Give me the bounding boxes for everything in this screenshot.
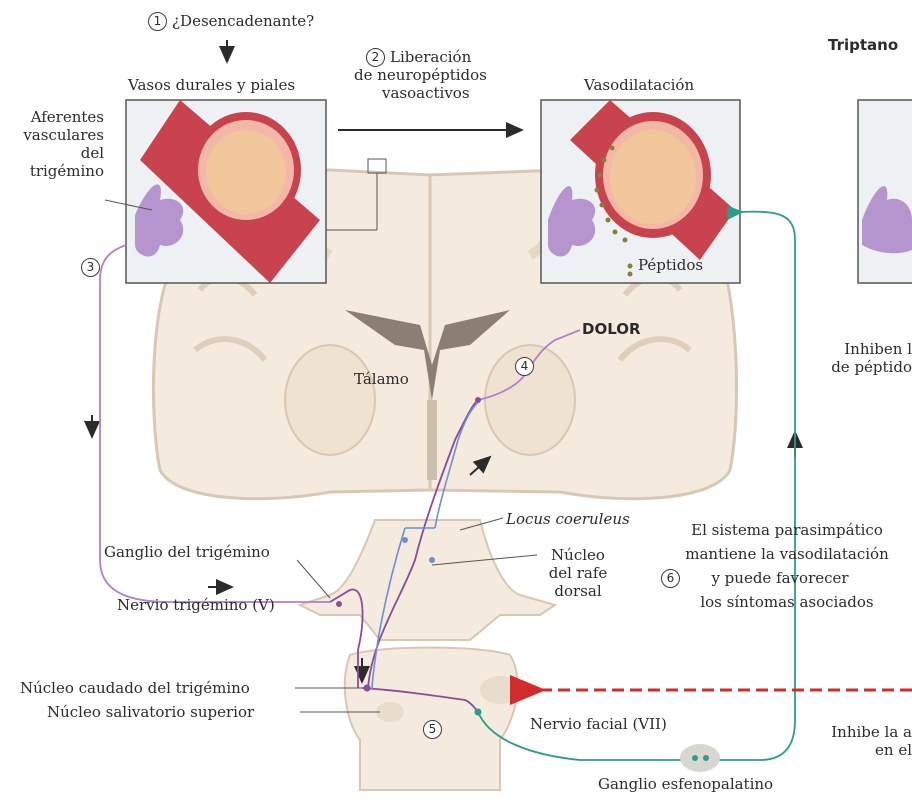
parasympathetic-text-3: y puede favorecer	[680, 569, 880, 587]
pain-label: DOLOR	[582, 320, 641, 338]
parasympathetic-text-2: mantiene la vasodilatación	[662, 545, 912, 563]
triptans-box	[858, 100, 912, 283]
release-label-2: de neuropéptidos	[354, 66, 487, 84]
vessels-label: Vasos durales y piales	[128, 76, 295, 94]
thalamus-label: Tálamo	[354, 370, 409, 388]
brainstem-midbrain	[300, 520, 555, 640]
trigeminal-nerve-label: Nervio trigémino (V)	[117, 596, 275, 614]
facial-nerve-label: Nervio facial (VII)	[530, 715, 667, 733]
triptans-title: Triptano	[828, 36, 898, 54]
afferents-label-1: Aferentes	[8, 108, 104, 126]
parasympathetic-text-1: El sistema parasimpático	[662, 521, 912, 539]
raphe-label-1: Núcleo	[538, 546, 618, 564]
parasympathetic-text-4: los síntomas asociados	[662, 593, 912, 611]
step-2-badge: 2	[366, 48, 385, 67]
step-4-badge: 4	[515, 357, 534, 376]
trigeminal-ganglion-label: Ganglio del trigémino	[104, 543, 270, 561]
inhibit-bottom-line2: en el	[800, 741, 912, 759]
inhibit-bottom-line1: Inhibe la a	[800, 723, 912, 741]
step-6-badge: 6	[661, 569, 680, 588]
trigger-label: ¿Desencadenante?	[172, 12, 314, 30]
salivatory-nucleus-label: Núcleo salivatorio superior	[47, 703, 254, 721]
vasodilation-label: Vasodilatación	[584, 76, 694, 94]
sphenopalatine-ganglion-shape	[680, 744, 720, 772]
inhibit-peptides-line1: Inhiben l	[810, 340, 912, 358]
inhibit-peptides-line2: de péptido	[810, 358, 912, 376]
step-3-badge: 3	[81, 258, 100, 277]
sphenopalatine-ganglion-label: Ganglio esfenopalatino	[598, 775, 773, 793]
afferents-label-4: trigémino	[8, 162, 104, 180]
vessels-box	[126, 100, 326, 283]
locus-coeruleus-label: Locus coeruleus	[506, 510, 630, 528]
peptides-label: Péptidos	[638, 256, 703, 274]
raphe-label-3: dorsal	[538, 582, 618, 600]
release-label-3: vasoactivos	[382, 84, 470, 102]
release-label-1: Liberación	[390, 48, 471, 66]
step-1-badge: 1	[148, 12, 167, 31]
afferents-label-3: del	[8, 144, 104, 162]
step-5-badge: 5	[423, 720, 442, 739]
afferents-label-2: vasculares	[8, 126, 104, 144]
raphe-label-2: del rafe	[538, 564, 618, 582]
caudal-nucleus-label: Núcleo caudado del trigémino	[20, 679, 250, 697]
